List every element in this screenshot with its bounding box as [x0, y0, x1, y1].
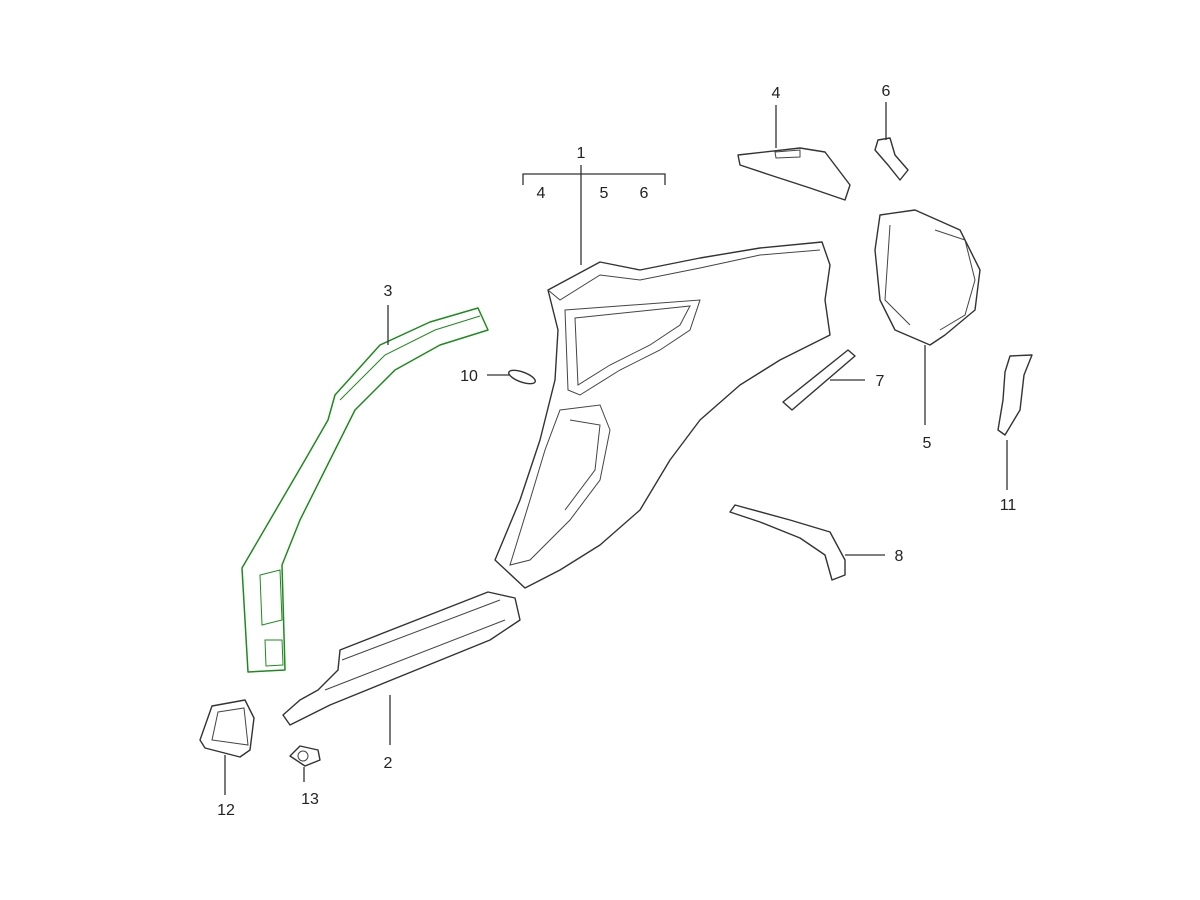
- part-reinforcement[interactable]: [997, 354, 1033, 436]
- part-side-panel[interactable]: [494, 241, 831, 589]
- callout-8[interactable]: 8: [895, 548, 904, 565]
- callout-1-sub-6[interactable]: 6: [640, 185, 649, 202]
- part-plug[interactable]: [507, 368, 537, 387]
- callout-1-sub-4[interactable]: 4: [537, 185, 546, 202]
- callout-7[interactable]: 7: [876, 373, 885, 390]
- part-small-bracket[interactable]: [874, 137, 909, 181]
- callout-13[interactable]: 13: [301, 791, 319, 808]
- callout-6[interactable]: 6: [882, 83, 891, 100]
- callout-10[interactable]: 10: [460, 368, 478, 385]
- part-cover[interactable]: [199, 699, 255, 758]
- callout-2[interactable]: 2: [384, 755, 393, 772]
- part-wheel-house[interactable]: [874, 209, 981, 346]
- part-strip[interactable]: [782, 349, 856, 411]
- leader-lines: [224, 102, 1008, 795]
- callout-11[interactable]: 11: [1000, 497, 1017, 514]
- part-grommet[interactable]: [289, 745, 321, 767]
- callout-12[interactable]: 12: [217, 802, 235, 819]
- part-lower-bracket[interactable]: [729, 504, 846, 581]
- callout-1[interactable]: 1: [577, 145, 586, 162]
- callout-5[interactable]: 5: [923, 435, 932, 452]
- callout-3[interactable]: 3: [384, 283, 393, 300]
- callout-4[interactable]: 4: [772, 85, 781, 102]
- part-sill[interactable]: [282, 591, 521, 726]
- part-top-bracket[interactable]: [737, 147, 851, 201]
- part-pillar-highlighted[interactable]: [241, 307, 489, 673]
- callout-1-sub-5[interactable]: 5: [600, 185, 609, 202]
